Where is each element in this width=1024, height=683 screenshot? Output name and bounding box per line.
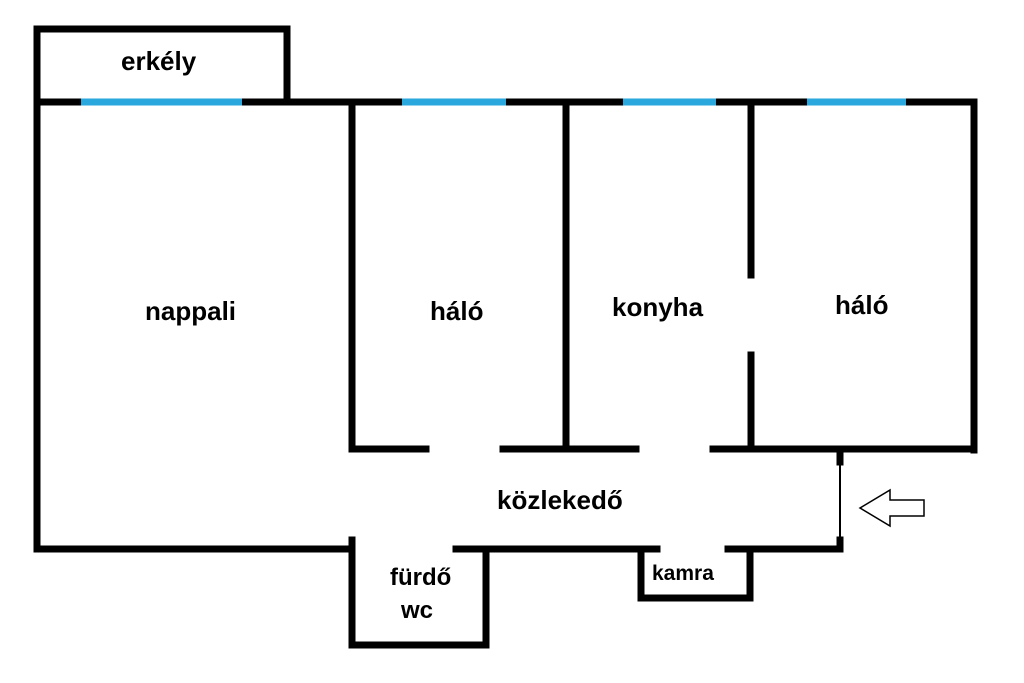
- arrow-left-outline-icon: [858, 488, 925, 528]
- room-label-furdo: fürdő: [390, 564, 452, 591]
- room-label-erkely: erkély: [121, 46, 197, 76]
- balcony-wall: [33, 25, 291, 106]
- room-label-kozlekedo: közlekedő: [497, 485, 623, 515]
- bathroom-wall: [348, 536, 490, 649]
- room-label-kamra: kamra: [652, 562, 714, 585]
- room-label-konyha: konyha: [612, 292, 704, 322]
- room-label-nappali: nappali: [145, 296, 237, 326]
- room-label-halo-2: háló: [835, 290, 889, 320]
- room-label-wc: wc: [401, 597, 434, 624]
- walls: [33, 25, 978, 649]
- room-label-halo-1: háló: [430, 296, 484, 326]
- pantry-wall: [637, 545, 754, 602]
